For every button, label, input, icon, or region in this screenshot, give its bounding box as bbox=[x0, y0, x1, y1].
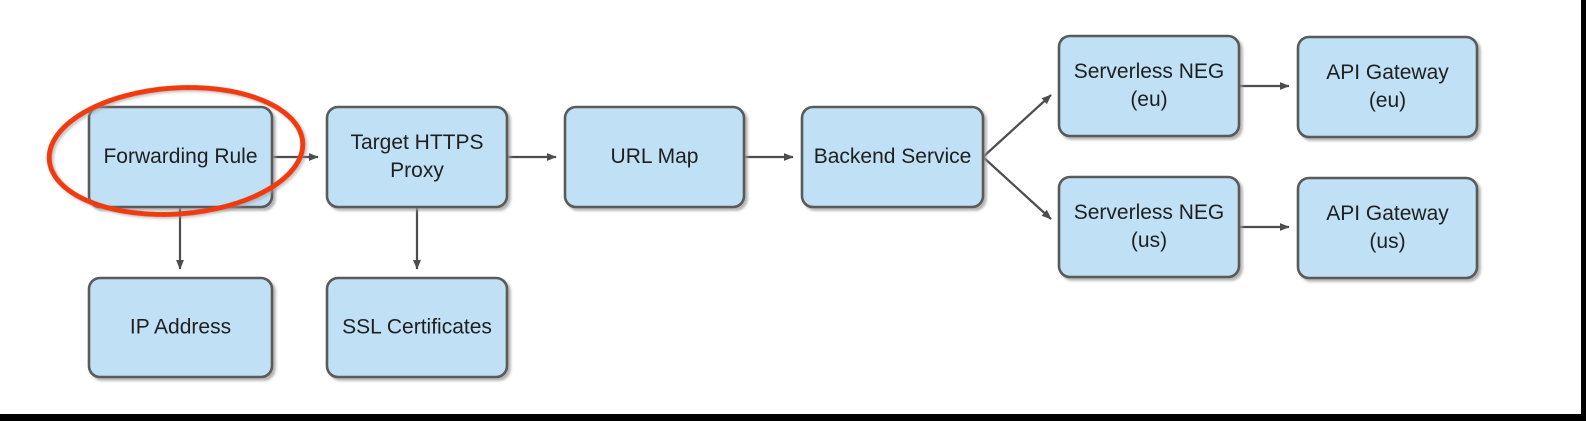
node-serverless-neg-eu-box[interactable] bbox=[1057, 34, 1241, 138]
node-serverless-neg-us-label: Serverless NEG(us) bbox=[1074, 201, 1225, 252]
annotation-layer bbox=[46, 85, 306, 217]
node-url-map-box[interactable] bbox=[563, 105, 746, 209]
highlight-ellipse-forwarding-rule bbox=[46, 85, 306, 217]
edge-layer bbox=[176, 82, 1290, 270]
node-serverless-neg-us[interactable]: Serverless NEG(us) bbox=[1057, 175, 1241, 279]
node-ssl-certificates[interactable]: SSL Certificates bbox=[325, 276, 509, 379]
node-serverless-neg-eu-label: Serverless NEG(eu) bbox=[1074, 60, 1225, 111]
viewport-frame-right bbox=[1581, 0, 1586, 415]
node-backend-service-label: Backend Service bbox=[814, 145, 972, 168]
node-serverless-neg-eu[interactable]: Serverless NEG(eu) bbox=[1057, 34, 1241, 138]
edge-backend-service-to-serverless-neg-us bbox=[982, 156, 1052, 220]
node-forwarding-rule-box[interactable] bbox=[87, 105, 274, 209]
node-ssl-certificates-label: SSL Certificates bbox=[342, 315, 492, 338]
node-url-map-label: URL Map bbox=[611, 145, 699, 168]
viewport-frame-bottom bbox=[0, 414, 1586, 421]
node-url-map[interactable]: URL Map bbox=[563, 105, 746, 209]
node-ssl-certificates-box[interactable] bbox=[325, 276, 509, 379]
node-forwarding-rule[interactable]: Forwarding Rule bbox=[87, 105, 274, 209]
node-api-gateway-eu-box[interactable] bbox=[1296, 35, 1479, 139]
node-api-gateway-us[interactable]: API Gateway(us) bbox=[1296, 176, 1479, 280]
node-ip-address-label: IP Address bbox=[130, 315, 231, 338]
node-api-gateway-us-box[interactable] bbox=[1296, 176, 1479, 280]
node-backend-service[interactable]: Backend Service bbox=[800, 105, 985, 209]
node-target-https-proxy-box[interactable] bbox=[325, 105, 509, 209]
node-api-gateway-eu[interactable]: API Gateway(eu) bbox=[1296, 35, 1479, 139]
edge-backend-service-to-serverless-neg-eu bbox=[982, 94, 1052, 158]
node-api-gateway-us-label: API Gateway(us) bbox=[1326, 202, 1449, 253]
node-api-gateway-eu-label: API Gateway(eu) bbox=[1326, 61, 1449, 112]
node-ip-address-box[interactable] bbox=[87, 276, 274, 379]
node-serverless-neg-us-box[interactable] bbox=[1057, 175, 1241, 279]
node-backend-service-box[interactable] bbox=[800, 105, 985, 209]
node-ip-address[interactable]: IP Address bbox=[87, 276, 274, 379]
node-forwarding-rule-label: Forwarding Rule bbox=[103, 145, 257, 168]
